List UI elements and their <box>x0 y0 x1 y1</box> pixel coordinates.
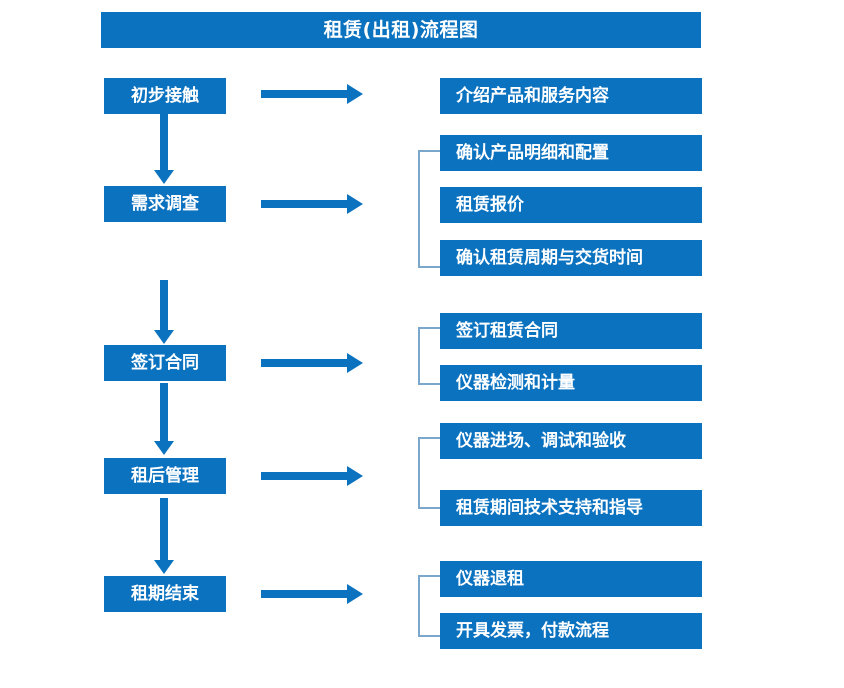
detail-box-label: 确认产品明细和配置 <box>456 142 609 163</box>
detail-box-confirm-period-delivery[interactable]: 确认租赁周期与交货时间 <box>440 240 702 276</box>
detail-box-label: 仪器进场、调试和验收 <box>456 430 626 451</box>
stage-box-requirements-survey[interactable]: 需求调查 <box>104 186 226 222</box>
down-arrow-icon-3 <box>150 383 178 457</box>
detail-box-label: 开具发票，付款流程 <box>456 620 609 641</box>
down-arrow-icon-2 <box>150 280 178 346</box>
stage-box-label: 租后管理 <box>131 465 199 486</box>
detail-box-label: 仪器退租 <box>456 568 524 589</box>
stage-box-label: 签订合同 <box>131 352 199 373</box>
detail-box-sign-rental-contract[interactable]: 签订租赁合同 <box>440 313 702 349</box>
down-arrow-icon-4 <box>150 498 178 576</box>
right-arrow-icon-3 <box>261 353 365 373</box>
right-arrow-icon-1 <box>261 84 365 104</box>
diagram-title-bar: 租赁(出租)流程图 <box>101 12 701 48</box>
group-bracket-requirements <box>418 150 440 268</box>
stage-box-sign-contract[interactable]: 签订合同 <box>104 345 226 381</box>
stage-box-label: 初步接触 <box>131 85 199 106</box>
stage-box-label: 需求调查 <box>131 193 199 214</box>
detail-box-invoice-payment[interactable]: 开具发票，付款流程 <box>440 613 702 649</box>
group-bracket-lease-end <box>418 575 440 637</box>
detail-box-label: 租赁期间技术支持和指导 <box>456 497 643 518</box>
detail-box-label: 签订租赁合同 <box>456 320 558 341</box>
stage-box-initial-contact[interactable]: 初步接触 <box>104 78 226 114</box>
down-arrow-icon-1 <box>150 114 178 186</box>
stage-box-label: 租期结束 <box>131 583 199 604</box>
stage-box-post-rental-management[interactable]: 租后管理 <box>104 458 226 494</box>
detail-box-instrument-return[interactable]: 仪器退租 <box>440 561 702 597</box>
right-arrow-icon-2 <box>261 194 365 214</box>
detail-box-label: 仪器检测和计量 <box>456 372 575 393</box>
detail-box-confirm-specs[interactable]: 确认产品明细和配置 <box>440 135 702 171</box>
detail-box-label: 介绍产品和服务内容 <box>456 85 609 106</box>
detail-box-rental-quotation[interactable]: 租赁报价 <box>440 187 702 223</box>
detail-box-introduce-products[interactable]: 介绍产品和服务内容 <box>440 78 702 114</box>
detail-box-technical-support[interactable]: 租赁期间技术支持和指导 <box>440 490 702 526</box>
right-arrow-icon-5 <box>261 584 365 604</box>
group-bracket-contract <box>418 327 440 385</box>
diagram-title: 租赁(出租)流程图 <box>323 18 479 41</box>
group-bracket-post-rental <box>418 437 440 509</box>
detail-box-instrument-inspection[interactable]: 仪器检测和计量 <box>440 365 702 401</box>
detail-box-label: 确认租赁周期与交货时间 <box>456 247 643 268</box>
right-arrow-icon-4 <box>261 466 365 486</box>
detail-box-label: 租赁报价 <box>456 194 524 215</box>
stage-box-lease-end[interactable]: 租期结束 <box>104 576 226 612</box>
detail-box-instrument-installation[interactable]: 仪器进场、调试和验收 <box>440 423 702 459</box>
